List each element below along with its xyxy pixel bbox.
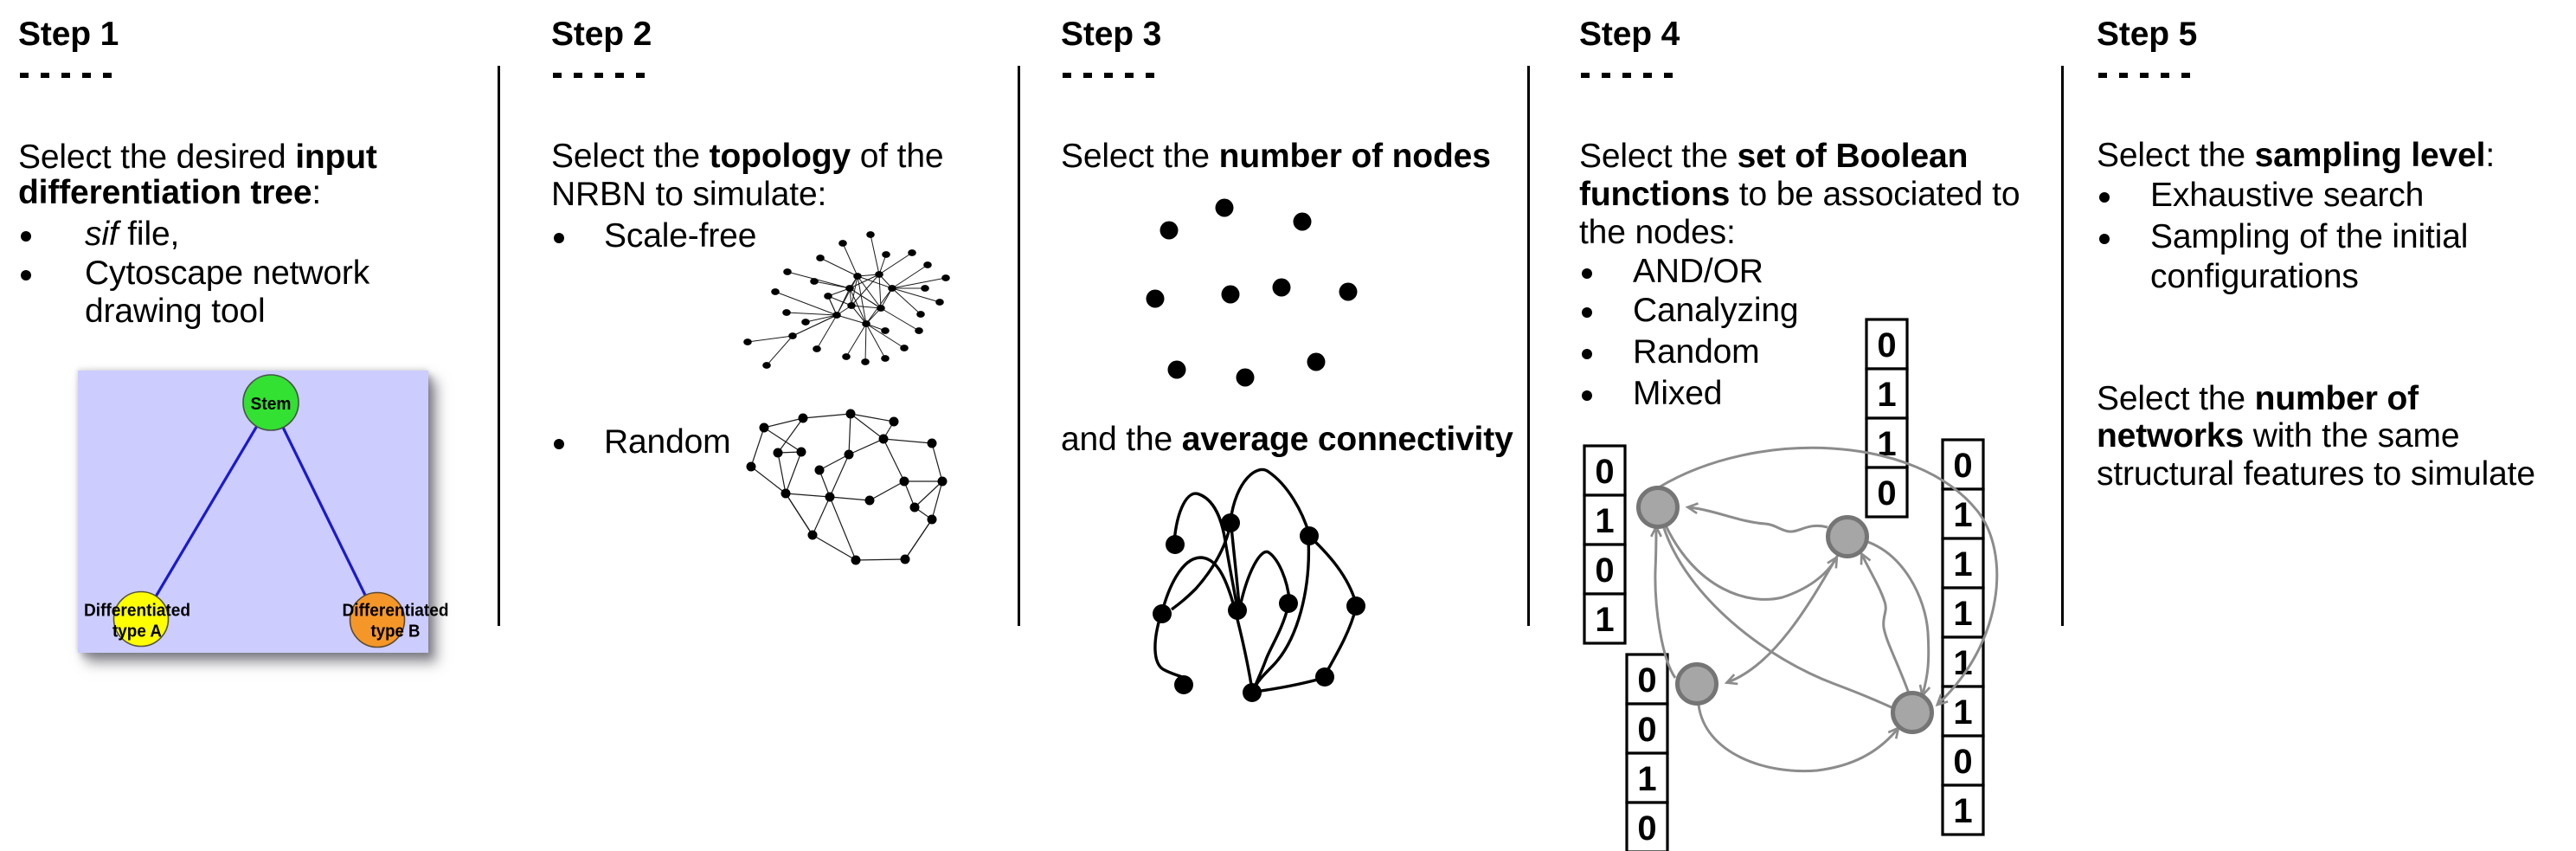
svg-text:1: 1 (1953, 792, 1972, 830)
svg-text:1: 1 (1877, 376, 1896, 414)
svg-text:0: 0 (1877, 326, 1896, 364)
svg-text:Stem: Stem (251, 394, 292, 414)
svg-text:Differentiated: Differentiated (343, 601, 449, 621)
svg-text:1: 1 (1953, 693, 1972, 732)
svg-text:type B: type B (371, 622, 421, 641)
svg-text:0: 0 (1953, 743, 1972, 781)
svg-text:type A: type A (112, 622, 162, 641)
svg-text:0: 0 (1637, 809, 1656, 848)
svg-text:Differentiated: Differentiated (84, 601, 190, 621)
svg-text:0: 0 (1595, 453, 1614, 491)
svg-text:1: 1 (1953, 595, 1972, 633)
svg-text:1: 1 (1595, 502, 1614, 540)
svg-text:1: 1 (1595, 601, 1614, 639)
svg-text:1: 1 (1877, 425, 1896, 463)
svg-text:1: 1 (1637, 760, 1656, 798)
svg-text:1: 1 (1953, 496, 1972, 534)
svg-text:0: 0 (1637, 661, 1656, 699)
svg-text:0: 0 (1595, 551, 1614, 590)
svg-text:1: 1 (1953, 545, 1972, 583)
svg-text:1: 1 (1953, 644, 1972, 682)
svg-text:0: 0 (1953, 447, 1972, 485)
svg-text:0: 0 (1877, 474, 1896, 513)
svg-text:0: 0 (1637, 711, 1656, 749)
